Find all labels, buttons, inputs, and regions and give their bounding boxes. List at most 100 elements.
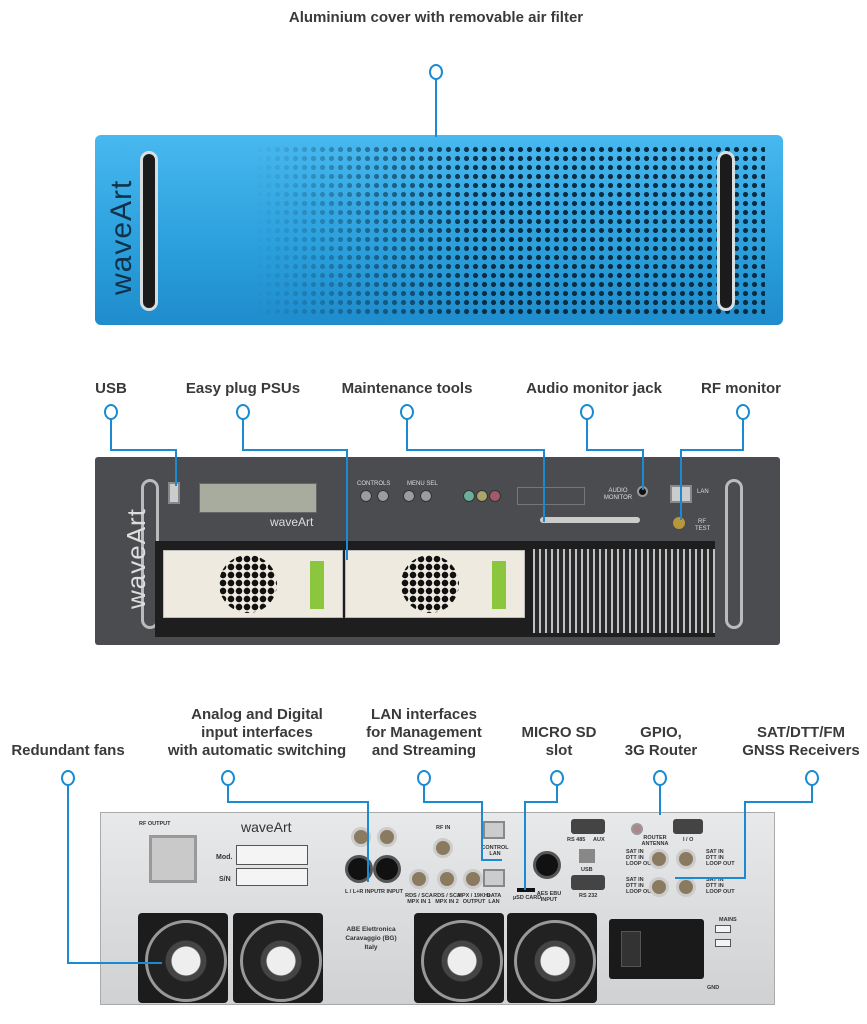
callout-dot xyxy=(61,770,75,786)
rf-output-connector[interactable] xyxy=(149,835,197,883)
rf-in-label: RF IN xyxy=(436,825,451,831)
power-switch[interactable] xyxy=(621,931,641,967)
lan-label: LAN xyxy=(697,489,709,495)
display-window xyxy=(517,487,585,505)
callout-usb-label: USB xyxy=(95,380,127,397)
data-lan-label: DATA LAN xyxy=(486,893,502,905)
menu-up-button[interactable] xyxy=(403,490,415,502)
mpx-out-label: MPX / 19KHz OUTPUT xyxy=(457,893,491,905)
psu-fan-icon xyxy=(401,555,459,613)
receiver-connector[interactable] xyxy=(676,849,696,869)
callout-fans-label: Redundant fans xyxy=(11,742,125,759)
fan-2 xyxy=(233,913,323,1003)
mpx-in-1-connector[interactable] xyxy=(409,869,429,889)
callout-gpio-label: GPIO,3G Router xyxy=(625,724,698,760)
loop-out-label: LOOP OUT xyxy=(626,861,655,867)
data-lan-port[interactable] xyxy=(483,869,505,887)
air-filter-grille xyxy=(255,145,765,315)
router-antenna-connector[interactable] xyxy=(631,823,643,835)
maker-label: ABE Elettronica Caravaggio (BG) Italy xyxy=(345,926,397,951)
receiver-connector[interactable] xyxy=(676,877,696,897)
front-brand: waveArt xyxy=(270,515,314,529)
bnc-connector[interactable] xyxy=(351,827,371,847)
callout-text: Aluminium cover with removable air filte… xyxy=(288,9,584,26)
io-label: I / O xyxy=(683,837,694,843)
status-led-green xyxy=(463,490,475,502)
gnd-label: GND xyxy=(707,985,720,991)
dtt-in-label: DTT IN xyxy=(626,883,644,889)
callout-dot xyxy=(653,770,667,786)
menu-down-button[interactable] xyxy=(420,490,432,502)
usb-port[interactable] xyxy=(168,482,180,504)
status-led-red xyxy=(489,490,501,502)
menu-sel-label: MENU SEL xyxy=(407,481,438,487)
line: 3G Router xyxy=(624,742,698,759)
receiver-connector[interactable] xyxy=(649,849,669,869)
rs485-port[interactable] xyxy=(571,819,605,834)
fan-1 xyxy=(138,913,228,1003)
rf-in-connector[interactable] xyxy=(433,838,453,858)
aux-label: AUX xyxy=(593,837,605,843)
callout-dot xyxy=(550,770,564,786)
dtt-in-label: DTT IN xyxy=(626,855,644,861)
callout-dot xyxy=(736,404,750,420)
brand-logo: waveArt xyxy=(121,508,151,609)
mpx-in-2-connector[interactable] xyxy=(437,869,457,889)
sd-card-label: µSD CARD xyxy=(513,895,542,901)
bnc-connector[interactable] xyxy=(377,827,397,847)
usb-b-port[interactable] xyxy=(579,849,595,863)
fan-3 xyxy=(414,913,504,1003)
loop-out-label: LOOP OUT xyxy=(706,889,735,895)
line: Analog and Digital xyxy=(191,706,323,723)
line: GPIO, xyxy=(640,724,682,741)
line: with automatic switching xyxy=(167,742,347,759)
rf-test-connector[interactable] xyxy=(673,517,685,529)
audio-monitor-label: AUDIO MONITOR xyxy=(603,488,633,501)
control-button-2[interactable] xyxy=(377,490,389,502)
line: SAT/DTT/FM xyxy=(756,724,846,741)
gpio-port[interactable] xyxy=(673,819,703,834)
control-lan-port[interactable] xyxy=(483,821,505,839)
rs485-label: RS 485 xyxy=(567,837,586,843)
rs232-port[interactable] xyxy=(571,875,605,890)
psu-latch[interactable] xyxy=(310,561,324,609)
sn-label: S/N xyxy=(219,876,231,883)
xlr-l-input[interactable] xyxy=(345,855,373,883)
control-button-1[interactable] xyxy=(360,490,372,502)
mpx-in-2-label: RDS / SCA MPX IN 2 xyxy=(433,893,461,905)
line: and Streaming xyxy=(371,742,477,759)
dtt-in-label: DTT IN xyxy=(706,883,724,889)
aes-ebu-input[interactable] xyxy=(533,851,561,879)
psu-module-2[interactable] xyxy=(345,550,525,618)
callout-dot xyxy=(417,770,431,786)
heatsink xyxy=(533,549,715,633)
sat-in-label: SAT IN xyxy=(626,877,644,883)
loop-out-label: LOOP OUT xyxy=(626,889,655,895)
controls-label: CONTROLS xyxy=(357,481,391,487)
mod-label: Mod. xyxy=(216,854,233,861)
control-lan-label: CONTROL LAN xyxy=(481,845,509,857)
micro-sd-slot[interactable] xyxy=(517,888,535,892)
maintenance-tool[interactable] xyxy=(540,517,640,523)
mod-field xyxy=(236,845,308,865)
sat-in-label: SAT IN xyxy=(626,849,644,855)
lan-port[interactable] xyxy=(670,485,692,503)
psu-latch[interactable] xyxy=(492,561,506,609)
xlr-r-input[interactable] xyxy=(373,855,401,883)
psu-module-1[interactable] xyxy=(163,550,343,618)
line: MICRO SD xyxy=(521,724,597,741)
audio-monitor-jack[interactable] xyxy=(637,486,648,497)
sn-field xyxy=(236,868,308,886)
callout-dot xyxy=(221,770,235,786)
line: LAN interfaces xyxy=(371,706,477,723)
usb-label: USB xyxy=(581,867,593,873)
receiver-connector[interactable] xyxy=(649,877,669,897)
mpx-out-connector[interactable] xyxy=(463,869,483,889)
